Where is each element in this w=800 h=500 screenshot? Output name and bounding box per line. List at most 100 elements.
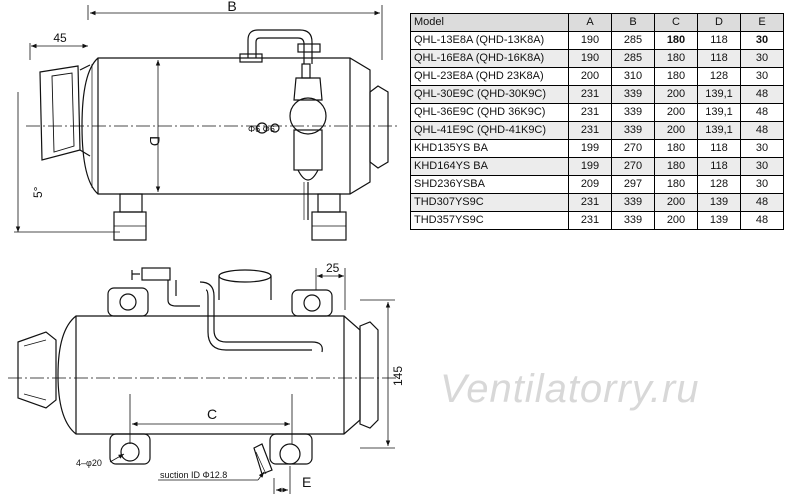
cell-b: 310 [611, 67, 655, 86]
table-row: QHL-36E9C (QHD 36K9C) 231 339 200 139,1 … [410, 103, 784, 122]
cell-a: 231 [568, 121, 612, 140]
header-model: Model [410, 13, 569, 32]
cell-a: 231 [568, 211, 612, 230]
dim-b-label: B [227, 0, 236, 14]
cell-model: KHD135YS BA [410, 139, 569, 158]
dimension-45: 45 [29, 31, 88, 60]
discharge-pipe [239, 29, 321, 79]
cell-e: 48 [740, 85, 784, 104]
accumulator [289, 77, 327, 220]
cell-d: 118 [697, 49, 741, 68]
cell-e: 30 [740, 31, 784, 50]
dim-45-label: 45 [53, 31, 67, 45]
holes-note: 4–φ20 [76, 458, 102, 468]
fitting: Φ6 Φ6 [248, 122, 280, 134]
cell-c: 200 [654, 211, 698, 230]
table-row: QHL-30E9C (QHD-30K9C) 231 339 200 139,1 … [410, 85, 784, 104]
end-flange-top [359, 321, 379, 429]
mounting-foot-left [113, 193, 147, 241]
table-row: QHL-13E8A (QHD-13K8A) 190 285 180 118 30 [410, 31, 784, 50]
cell-d: 139,1 [697, 85, 741, 104]
cell-d: 118 [697, 31, 741, 50]
cell-e: 30 [740, 139, 784, 158]
cell-a: 231 [568, 85, 612, 104]
cell-c: 200 [654, 121, 698, 140]
cell-b: 339 [611, 211, 655, 230]
foot-ear-top-right [291, 289, 333, 317]
dim-25-label: 25 [326, 261, 340, 275]
dim-c-label: C [207, 406, 217, 422]
dimension-e: E [273, 466, 311, 494]
dimension-b: B [87, 0, 383, 60]
cell-a: 190 [568, 31, 612, 50]
cell-d: 128 [697, 175, 741, 194]
cell-a: 209 [568, 175, 612, 194]
table-header-row: Model A B C D E [410, 13, 784, 32]
cell-model: QHL-13E8A (QHD-13K8A) [410, 31, 569, 50]
cell-c: 180 [654, 157, 698, 176]
cell-model: QHL-36E9C (QHD 36K9C) [410, 103, 569, 122]
cell-b: 270 [611, 139, 655, 158]
cell-b: 339 [611, 85, 655, 104]
cell-model: QHL-30E9C (QHD-30K9C) [410, 85, 569, 104]
table-row: KHD135YS BA 199 270 180 118 30 [410, 139, 784, 158]
end-flange [369, 85, 389, 169]
cell-e: 30 [740, 49, 784, 68]
header-c: C [654, 13, 698, 32]
dim-145-label: 145 [391, 366, 405, 386]
cell-a: 200 [568, 67, 612, 86]
cell-a: 199 [568, 157, 612, 176]
cell-e: 48 [740, 211, 784, 230]
watermark: Ventilatorry.ru [440, 367, 700, 411]
foot-ear-top-left [107, 287, 149, 317]
cell-c: 200 [654, 193, 698, 212]
mounting-foot-right [311, 193, 347, 241]
cell-model: KHD164YS BA [410, 157, 569, 176]
table-row: QHL-23E8A (QHD 23K8A) 200 310 180 128 30 [410, 67, 784, 86]
cell-e: 30 [740, 157, 784, 176]
cell-model: THD307YS9C [410, 193, 569, 212]
cell-a: 231 [568, 193, 612, 212]
cell-c: 200 [654, 103, 698, 122]
dim-5-label: 5° [31, 186, 45, 198]
header-d: D [697, 13, 741, 32]
cell-c: 180 [654, 31, 698, 50]
pipe-top [131, 267, 323, 353]
cell-b: 297 [611, 175, 655, 194]
cell-e: 48 [740, 193, 784, 212]
cell-b: 285 [611, 49, 655, 68]
cell-d: 118 [697, 139, 741, 158]
cell-e: 48 [740, 121, 784, 140]
cell-d: 139,1 [697, 121, 741, 140]
header-b: B [611, 13, 655, 32]
table-row: QHL-41E9C (QHD-41K9C) 231 339 200 139,1 … [410, 121, 784, 140]
table-row: THD357YS9C 231 339 200 139 48 [410, 211, 784, 230]
cell-model: QHL-23E8A (QHD 23K8A) [410, 67, 569, 86]
spec-table: Model A B C D E QHL-13E8A (QHD-13K8A) 19… [410, 13, 784, 230]
cell-c: 180 [654, 67, 698, 86]
cell-d: 139 [697, 211, 741, 230]
header-a: A [568, 13, 612, 32]
dim-e-label: E [302, 474, 311, 490]
cell-d: 128 [697, 67, 741, 86]
table-row: THD307YS9C 231 339 200 139 48 [410, 193, 784, 212]
compressor-shell-top [57, 315, 361, 435]
cell-c: 180 [654, 139, 698, 158]
cell-c: 200 [654, 85, 698, 104]
side-view: B 45 D 5° [14, 0, 400, 241]
cell-e: 48 [740, 103, 784, 122]
cell-model: QHL-41E9C (QHD-41K9C) [410, 121, 569, 140]
terminal-box-top [17, 331, 57, 409]
dimension-145: 145 [360, 299, 405, 449]
table-row: SHD236YSBA 209 297 180 128 30 [410, 175, 784, 194]
cell-d: 139,1 [697, 103, 741, 122]
cell-d: 139 [697, 193, 741, 212]
cell-c: 180 [654, 49, 698, 68]
cell-d: 118 [697, 157, 741, 176]
cell-e: 30 [740, 67, 784, 86]
cell-a: 231 [568, 103, 612, 122]
dim-d-label: D [147, 136, 163, 146]
cell-b: 339 [611, 103, 655, 122]
cell-b: 285 [611, 31, 655, 50]
suction-note: suction ID Φ12.8 [160, 470, 227, 480]
